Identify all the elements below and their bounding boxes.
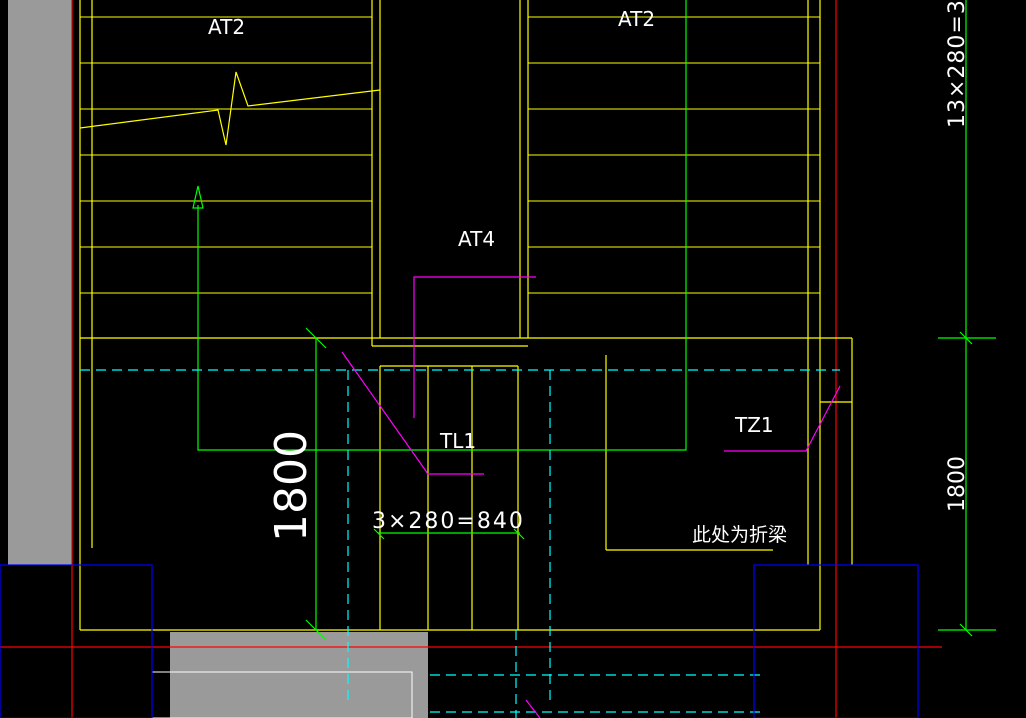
dimension-lines — [305, 0, 996, 641]
left-wall — [8, 0, 72, 565]
label-at4: AT4 — [458, 227, 495, 251]
dim-landing-right: 1800 — [945, 456, 970, 512]
break-line — [79, 71, 381, 146]
label-tz1: TZ1 — [734, 413, 774, 437]
red-axis-lines — [0, 0, 942, 718]
bottom-wall — [170, 632, 428, 718]
label-at2-left: AT2 — [208, 15, 245, 39]
label-folded-beam-note: 此处为折梁 — [692, 524, 787, 546]
label-at2-right: AT2 — [618, 7, 655, 31]
walking-line — [192, 0, 687, 451]
dashed-axis-lines — [80, 369, 840, 718]
stair-treads — [80, 16, 820, 294]
dim-step-span: 3×280=840 — [372, 509, 525, 534]
dim-landing-left: 1800 — [266, 430, 317, 542]
dim-flight-right: 13×280=36 — [945, 0, 970, 128]
label-tl1: TL1 — [439, 429, 476, 453]
stair-outline — [79, 0, 853, 631]
columns — [0, 564, 919, 718]
leader-lines — [341, 276, 841, 718]
